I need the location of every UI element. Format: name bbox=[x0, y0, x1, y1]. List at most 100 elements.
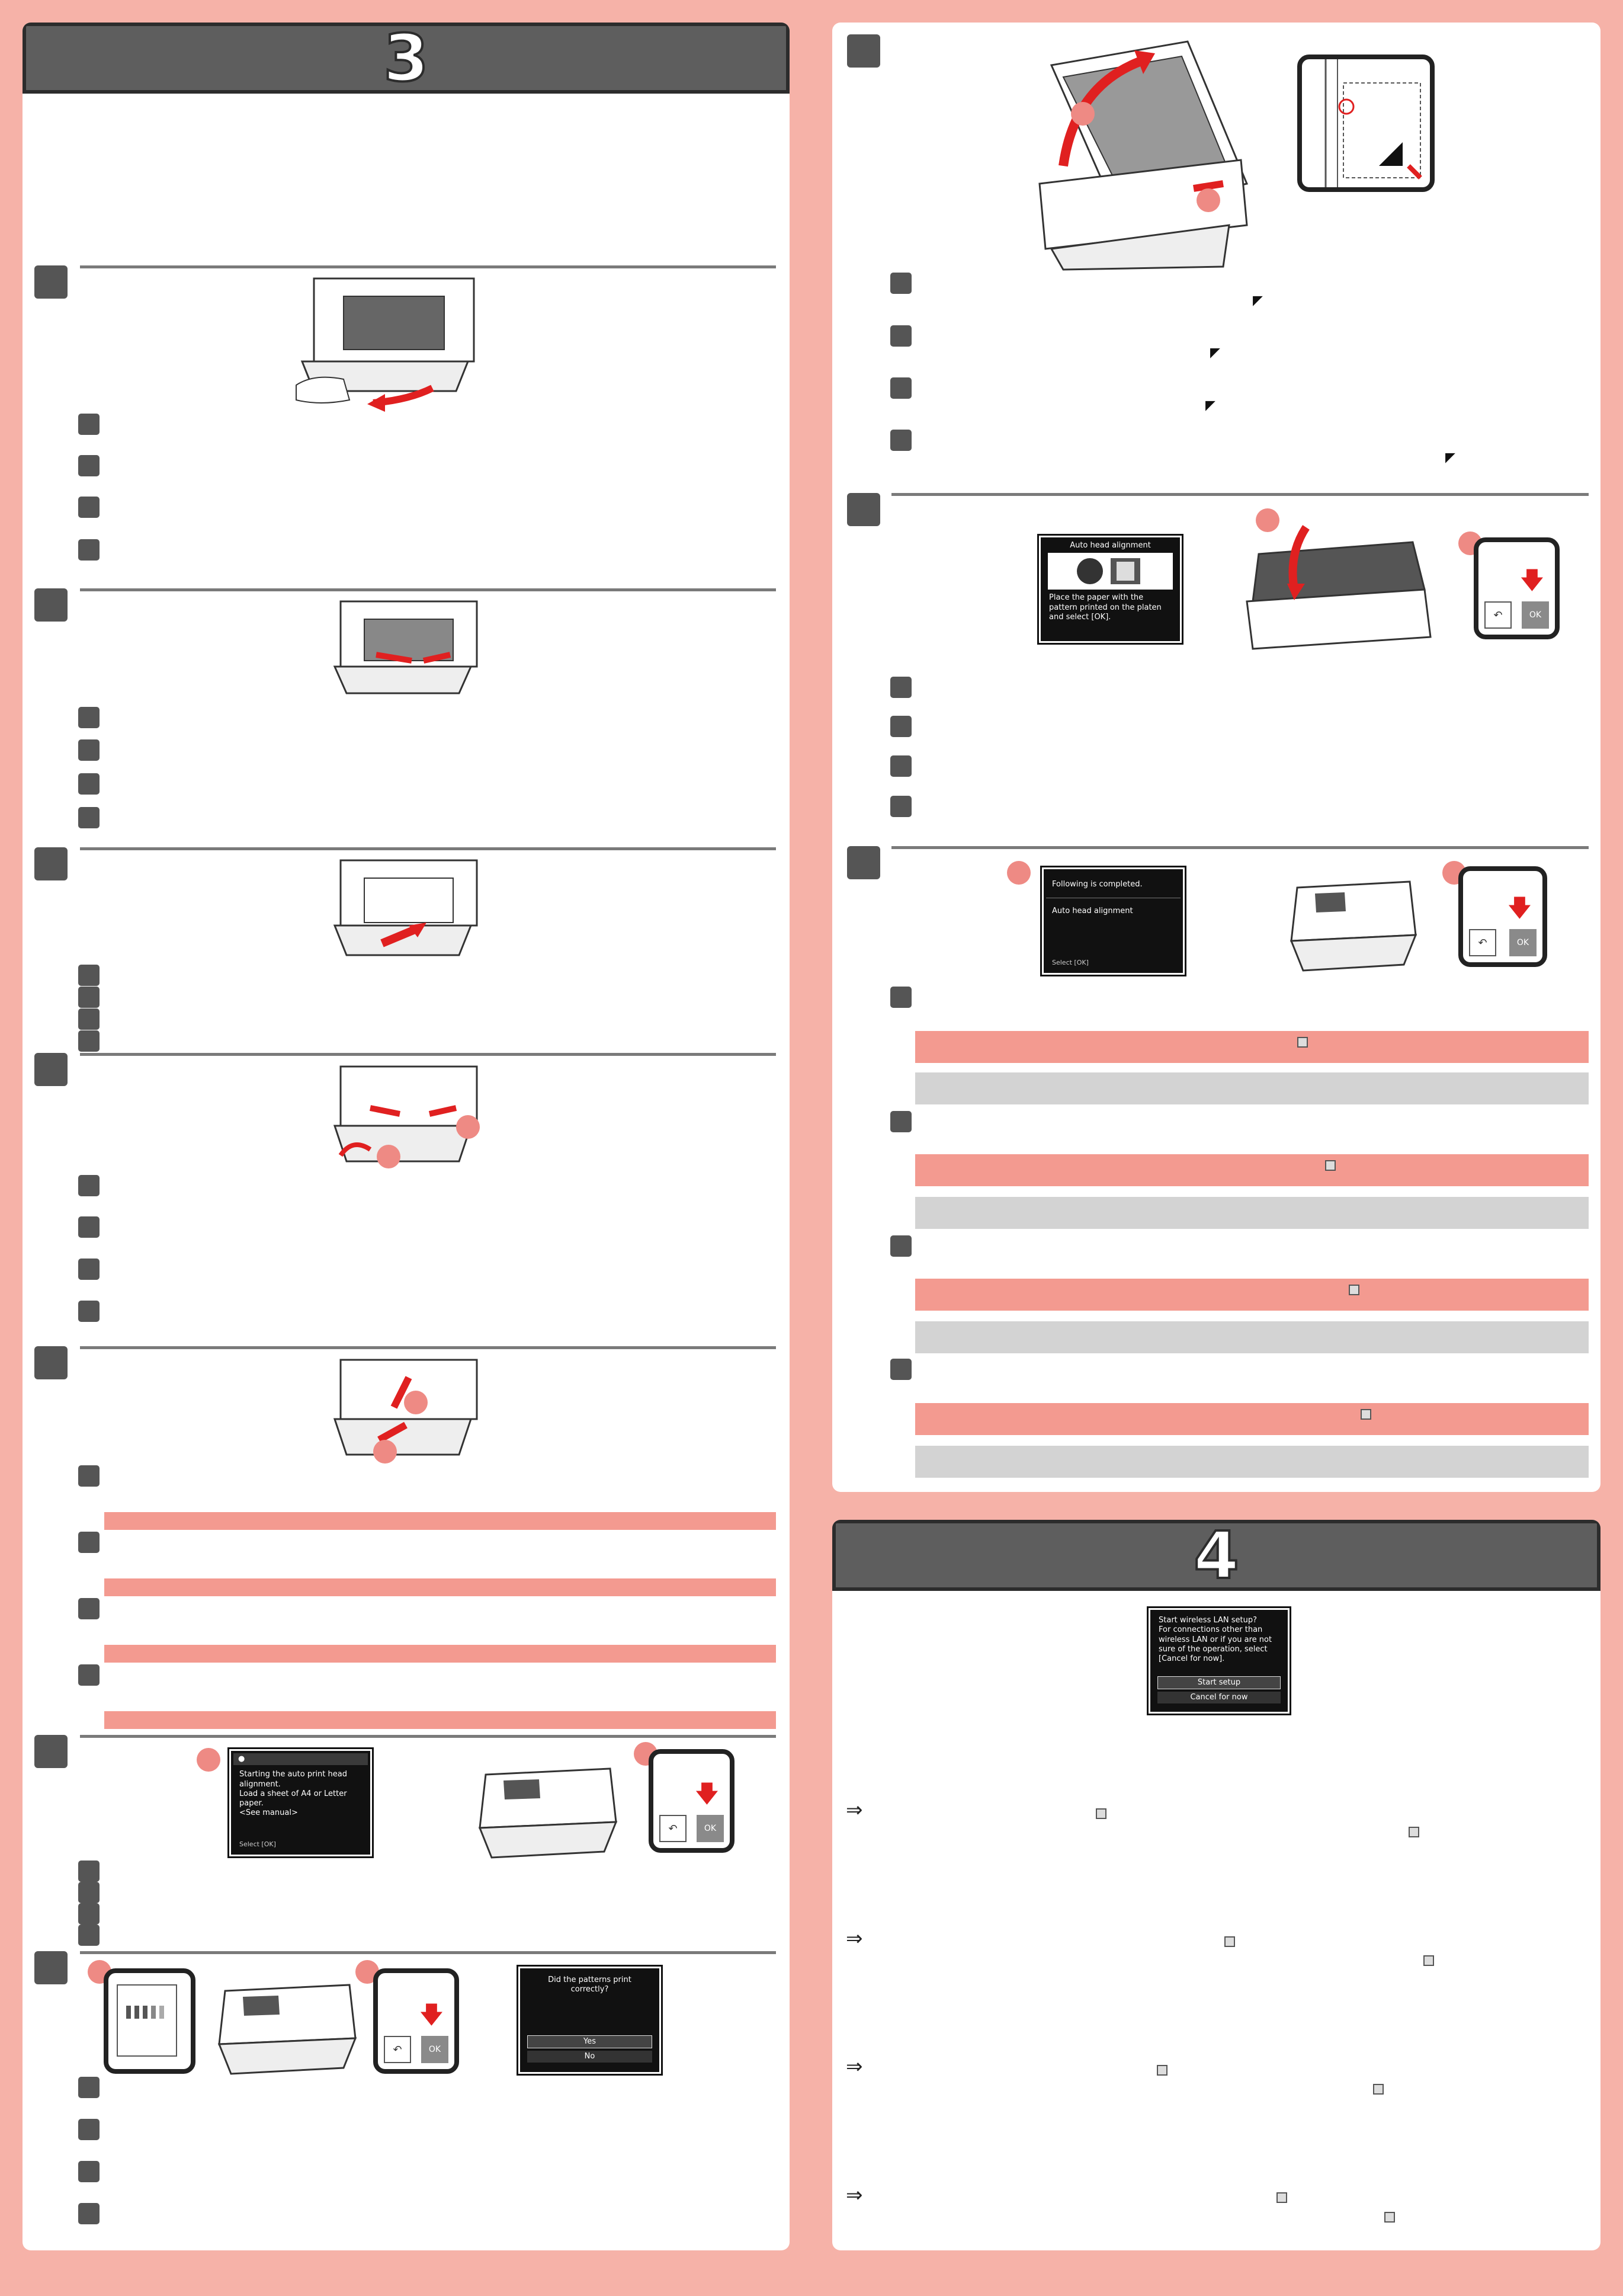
step-marker bbox=[34, 1346, 68, 1379]
corner-mark-icon: ◤ bbox=[1253, 293, 1263, 308]
note-bar bbox=[104, 1645, 776, 1663]
back-button[interactable]: ↶ bbox=[659, 1815, 687, 1842]
step-marker bbox=[847, 846, 880, 879]
substep-marker bbox=[890, 987, 912, 1008]
substep-marker bbox=[78, 497, 100, 518]
pattern-printout-zoom bbox=[104, 1968, 195, 2074]
substep-marker bbox=[78, 773, 100, 795]
substep-marker bbox=[78, 1030, 100, 1052]
substep-marker bbox=[78, 1861, 100, 1882]
note-bar bbox=[915, 1154, 1589, 1186]
step-divider bbox=[891, 846, 1589, 849]
step-marker bbox=[847, 34, 880, 68]
back-button[interactable]: ↶ bbox=[1469, 929, 1496, 956]
ok-button[interactable]: OK bbox=[1509, 929, 1537, 956]
print-pattern-illustration bbox=[117, 1984, 177, 2057]
callout-marker bbox=[373, 1440, 397, 1464]
page-reference-icon bbox=[1325, 1160, 1336, 1171]
starting-alignment-screen: ● Starting the auto print head alignment… bbox=[229, 1749, 372, 1856]
page-reference-icon bbox=[1157, 2065, 1167, 2076]
substep-marker bbox=[78, 1924, 100, 1946]
press-arrow-icon: 🡇 bbox=[694, 1781, 719, 1808]
substep-marker bbox=[78, 965, 100, 986]
step-marker bbox=[34, 265, 68, 299]
screen-question: Did the patterns print correctly? bbox=[548, 1975, 631, 1994]
substep-marker bbox=[78, 807, 100, 828]
completed-screen: Following is completed. Auto head alignm… bbox=[1042, 867, 1185, 975]
cancel-for-now-option[interactable]: Cancel for now bbox=[1157, 1691, 1281, 1703]
substep-marker bbox=[78, 739, 100, 761]
auto-head-alignment-screen: Auto head alignment Place the paper with… bbox=[1039, 536, 1182, 643]
screen-graphic bbox=[1048, 553, 1173, 590]
control-pad: 🡇 ↶ OK bbox=[1474, 537, 1560, 639]
substep-marker bbox=[78, 2203, 100, 2224]
substep-marker bbox=[78, 455, 100, 476]
note-bar bbox=[915, 1031, 1589, 1063]
screen-message: Starting the auto print head alignment. … bbox=[239, 1770, 347, 1818]
implies-arrow-icon: ⇒ bbox=[846, 1927, 863, 1951]
printer-front-illustration bbox=[1290, 880, 1417, 972]
substep-marker bbox=[890, 716, 912, 737]
back-button[interactable]: ↶ bbox=[1484, 601, 1512, 629]
screen-message: Start wireless LAN setup? For connection… bbox=[1159, 1616, 1272, 1663]
step-marker bbox=[34, 1735, 68, 1768]
section-3-header: 3 bbox=[23, 23, 790, 97]
ok-button[interactable]: OK bbox=[1522, 601, 1549, 629]
note-bar-secondary bbox=[915, 1321, 1589, 1353]
step-divider bbox=[80, 1053, 776, 1056]
step-marker bbox=[34, 1951, 68, 1984]
press-arrow-icon: 🡇 bbox=[419, 2002, 444, 2029]
note-bar-secondary bbox=[915, 1197, 1589, 1229]
substep-marker bbox=[78, 2161, 100, 2182]
control-pad: 🡇 ↶ OK bbox=[1458, 866, 1547, 967]
note-bar-secondary bbox=[915, 1072, 1589, 1104]
yes-option[interactable]: Yes bbox=[527, 2035, 652, 2048]
page-reference-icon bbox=[1224, 1936, 1235, 1947]
note-bar bbox=[104, 1711, 776, 1729]
substep-marker bbox=[890, 377, 912, 399]
note-bar bbox=[915, 1403, 1589, 1435]
substep-marker bbox=[78, 1664, 100, 1686]
no-option[interactable]: No bbox=[527, 2050, 652, 2063]
note-bar bbox=[104, 1512, 776, 1530]
printer-adjust-guides-illustration bbox=[333, 1065, 478, 1163]
printer-output-illustration bbox=[217, 1984, 357, 2075]
printer-front-illustration bbox=[478, 1767, 618, 1859]
printer-load-paper-illustration bbox=[333, 859, 478, 956]
section-number: 3 bbox=[382, 23, 430, 97]
screen-message: Place the paper with the pattern printed… bbox=[1049, 593, 1162, 622]
ok-button[interactable]: OK bbox=[421, 2036, 448, 2063]
printer-paper-guide-illustration bbox=[333, 600, 478, 694]
substep-marker bbox=[78, 1301, 100, 1322]
section-number: 4 bbox=[1192, 1520, 1240, 1594]
callout-marker bbox=[404, 1391, 428, 1414]
substep-marker bbox=[890, 796, 912, 817]
alert-header: ● bbox=[233, 1753, 368, 1766]
screen-line-2: Auto head alignment bbox=[1052, 907, 1133, 916]
substep-marker bbox=[78, 707, 100, 728]
callout-marker bbox=[1197, 188, 1220, 212]
corner-mark-icon: ◤ bbox=[1445, 450, 1455, 465]
callout-marker bbox=[1071, 102, 1095, 126]
patterns-confirm-screen: Did the patterns print correctly? Yes No bbox=[518, 1967, 661, 2074]
printer-open-output-tray-illustration bbox=[333, 1359, 478, 1456]
substep-marker bbox=[890, 1359, 912, 1380]
step-marker bbox=[34, 1053, 68, 1086]
scanner-lid-close-illustration bbox=[1246, 525, 1432, 650]
callout-marker bbox=[1007, 861, 1031, 885]
substep-marker bbox=[78, 987, 100, 1008]
start-setup-option[interactable]: Start setup bbox=[1157, 1676, 1281, 1689]
control-pad: 🡇 ↶ OK bbox=[649, 1749, 734, 1853]
callout-marker bbox=[1256, 508, 1279, 532]
back-button[interactable]: ↶ bbox=[384, 2036, 411, 2063]
step-divider bbox=[80, 1346, 776, 1349]
substep-marker bbox=[78, 1532, 100, 1553]
substep-marker bbox=[78, 1175, 100, 1196]
ok-button[interactable]: OK bbox=[697, 1815, 724, 1842]
implies-arrow-icon: ⇒ bbox=[846, 2055, 863, 2079]
printer-paper-icon bbox=[1076, 558, 1140, 585]
page-reference-icon bbox=[1297, 1037, 1308, 1048]
step-marker bbox=[34, 588, 68, 622]
screen-title: Auto head alignment bbox=[1043, 540, 1178, 552]
page-reference-icon bbox=[1361, 1409, 1371, 1420]
